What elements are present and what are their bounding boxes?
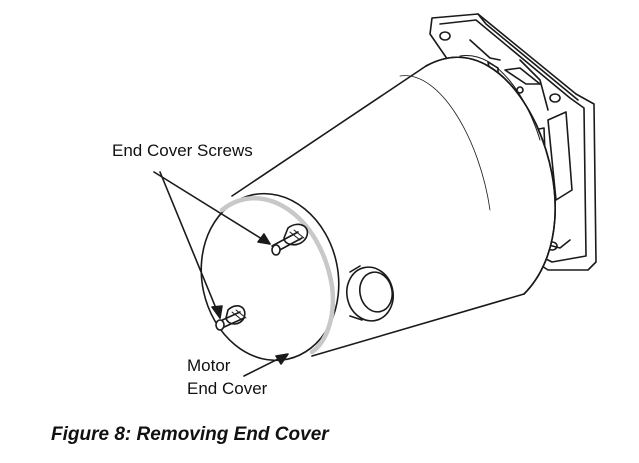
conduit-opening	[346, 265, 394, 322]
figure-caption: Figure 8: Removing End Cover	[51, 424, 329, 445]
end-cover-screws-label: End Cover Screws	[112, 141, 253, 160]
lower-end-cover-screw	[215, 305, 247, 331]
motor-end-cover-label-line1: Motor	[187, 356, 231, 375]
end-cover-leader-line	[243, 353, 289, 377]
motor-end-cover-label-line2: End Cover	[187, 379, 268, 398]
end-cover-seam	[219, 196, 336, 355]
upper-end-cover-screw	[271, 223, 309, 256]
screws-leader-lines	[153, 171, 271, 319]
